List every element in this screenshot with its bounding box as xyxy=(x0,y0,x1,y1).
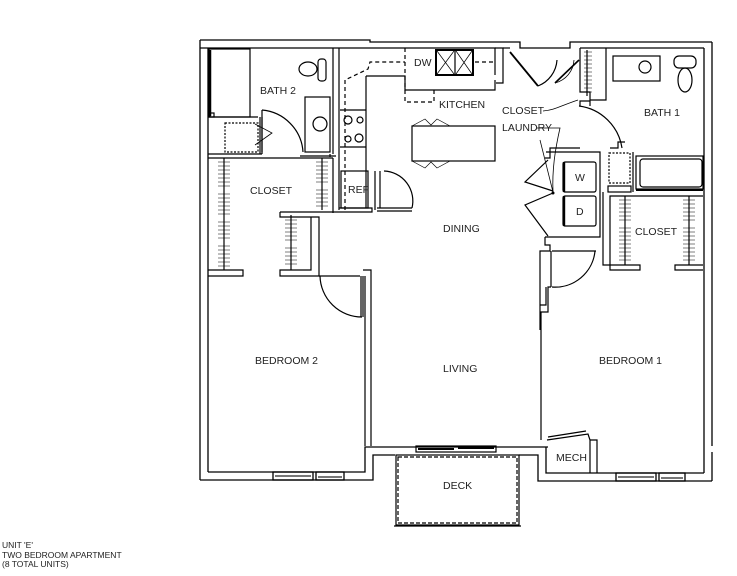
room-label-kitchen: KITCHEN xyxy=(439,99,486,111)
washer-label: W xyxy=(575,172,585,184)
room-label-living: LIVING xyxy=(443,363,478,375)
unit-type: TWO BEDROOM APARTMENT xyxy=(2,549,122,560)
room-label-ref: REF xyxy=(348,184,369,196)
room-label-bedroom2: BEDROOM 2 xyxy=(255,355,319,367)
room-label-bath2: BATH 2 xyxy=(260,85,296,97)
room-label-closet-left: CLOSET xyxy=(250,185,293,197)
deck xyxy=(395,454,520,526)
unit-count: (8 TOTAL UNITS) xyxy=(2,559,69,569)
room-label-closet-right: CLOSET xyxy=(635,226,678,238)
room-label-mech: MECH xyxy=(556,452,587,464)
outer-wall-top xyxy=(200,39,712,49)
dryer-label: D xyxy=(576,206,584,218)
room-label-laundry: LAUNDRY xyxy=(502,122,552,134)
bath2-tub xyxy=(208,48,251,118)
room-label-closet-laundry: CLOSET xyxy=(502,105,545,117)
room-label-deck: DECK xyxy=(443,480,473,492)
room-label-dining: DINING xyxy=(443,223,480,235)
unit-caption: UNIT 'E' TWO BEDROOM APARTMENT (8 TOTAL … xyxy=(2,540,122,570)
room-label-dw: DW xyxy=(414,57,432,69)
unit-label: UNIT 'E' xyxy=(2,540,33,550)
room-label-bath1: BATH 1 xyxy=(644,107,680,119)
kitchen-island xyxy=(411,125,496,162)
room-label-bedroom1: BEDROOM 1 xyxy=(599,355,663,367)
